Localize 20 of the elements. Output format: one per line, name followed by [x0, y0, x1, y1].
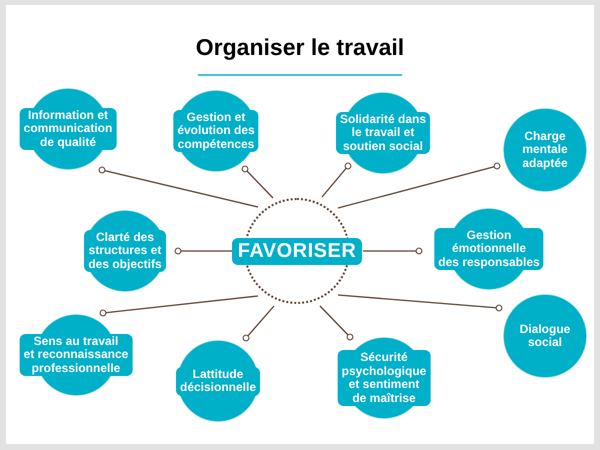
topic-label: Sens au travail et reconnaissance professionnelle — [20, 334, 132, 376]
topic-label: Information et communication de qualité — [20, 108, 116, 150]
topic-label: Solidarité dans le travail et soutien social — [336, 112, 430, 154]
connector-line — [98, 166, 258, 208]
connector-line — [100, 295, 258, 316]
topic-label: Lattitude décisionnelle — [176, 366, 260, 396]
connector-line — [242, 306, 274, 342]
topic-label: Gestion et évolution des compétences — [173, 110, 259, 152]
connector-line — [338, 294, 502, 312]
connector-line — [174, 248, 234, 254]
connector-line — [242, 166, 274, 198]
connector-line — [320, 306, 354, 340]
diagram-title: Organiser le travail — [196, 33, 404, 61]
hub-label: FAVORISER — [232, 238, 362, 264]
connector-line — [322, 162, 352, 198]
topic-label: Clarté des structures et des objectifs — [84, 230, 166, 272]
topic-label: Gestion émotionnelle des responsables — [434, 228, 544, 270]
connector-line — [338, 162, 500, 209]
connector-line — [363, 248, 422, 254]
topic-label: Sécurité psychologique et sentiment de maîtrise — [338, 350, 430, 406]
